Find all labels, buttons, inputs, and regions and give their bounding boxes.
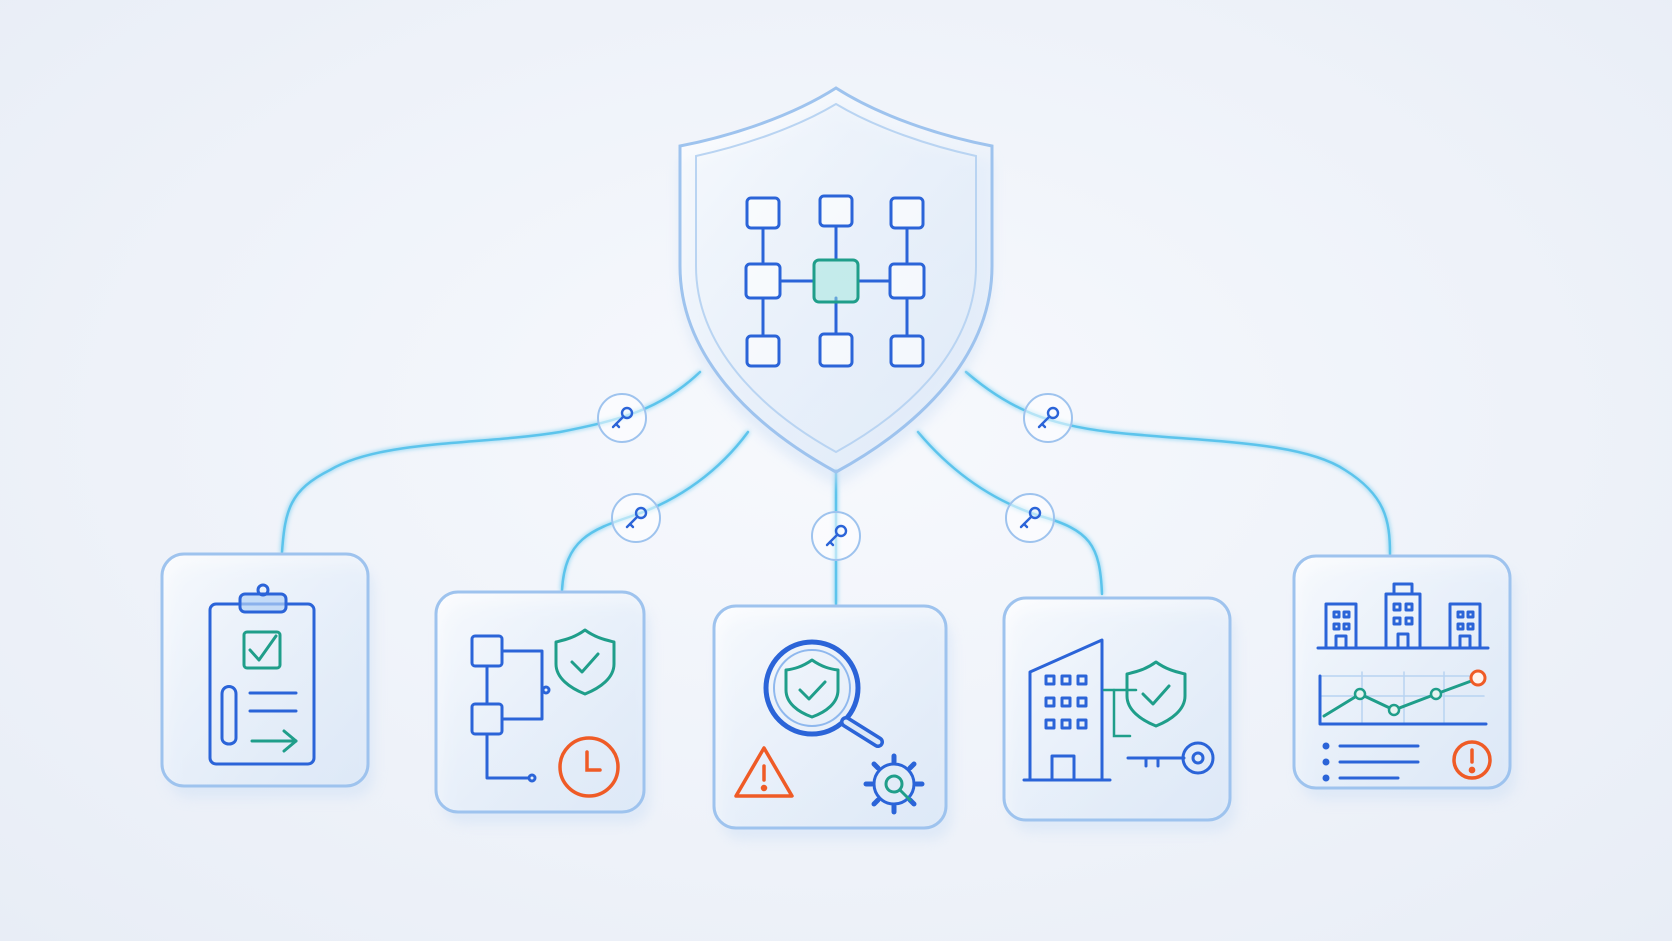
list-lines [248,691,298,713]
key-badge-5[interactable] [1005,493,1055,543]
card-workflow-security[interactable] [434,590,650,824]
card-inspection[interactable] [712,604,952,840]
alert-icon [1452,740,1492,780]
key-icon [611,406,634,429]
key-badge-2[interactable] [1023,393,1073,443]
warning-icon [734,746,794,798]
clipboard-icon [208,583,316,766]
line-chart-icon [1318,669,1488,726]
card-portfolio-analytics[interactable] [1292,554,1516,800]
key-icon [1019,506,1042,529]
flowchart-icon [470,634,551,783]
key-icon [625,506,648,529]
key-badge-3[interactable] [611,493,661,543]
shield-check-icon [1125,660,1187,728]
network-grid-icon [744,194,926,368]
shield-check-icon [554,628,616,696]
hub-shield[interactable] [678,86,994,486]
checkbox-icon [242,630,282,670]
magnifier-shield-icon [763,639,884,748]
key-badge-4[interactable] [811,511,861,561]
key-badges [597,393,1073,561]
card-facility-access[interactable] [1002,596,1236,832]
building-icon [1022,638,1112,782]
key-badge-1[interactable] [597,393,647,443]
key-icon [825,524,848,547]
key-icon [1126,741,1215,775]
key-icon [1037,406,1060,429]
access-link [1102,688,1138,738]
clock-icon [558,736,620,798]
card-compliance-checklist[interactable] [160,552,374,798]
buildings-icon [1316,582,1490,650]
arrow-right-icon [250,729,298,753]
list-icon [1322,742,1420,782]
gear-search-icon [863,753,925,815]
paperclip-icon [220,685,238,746]
